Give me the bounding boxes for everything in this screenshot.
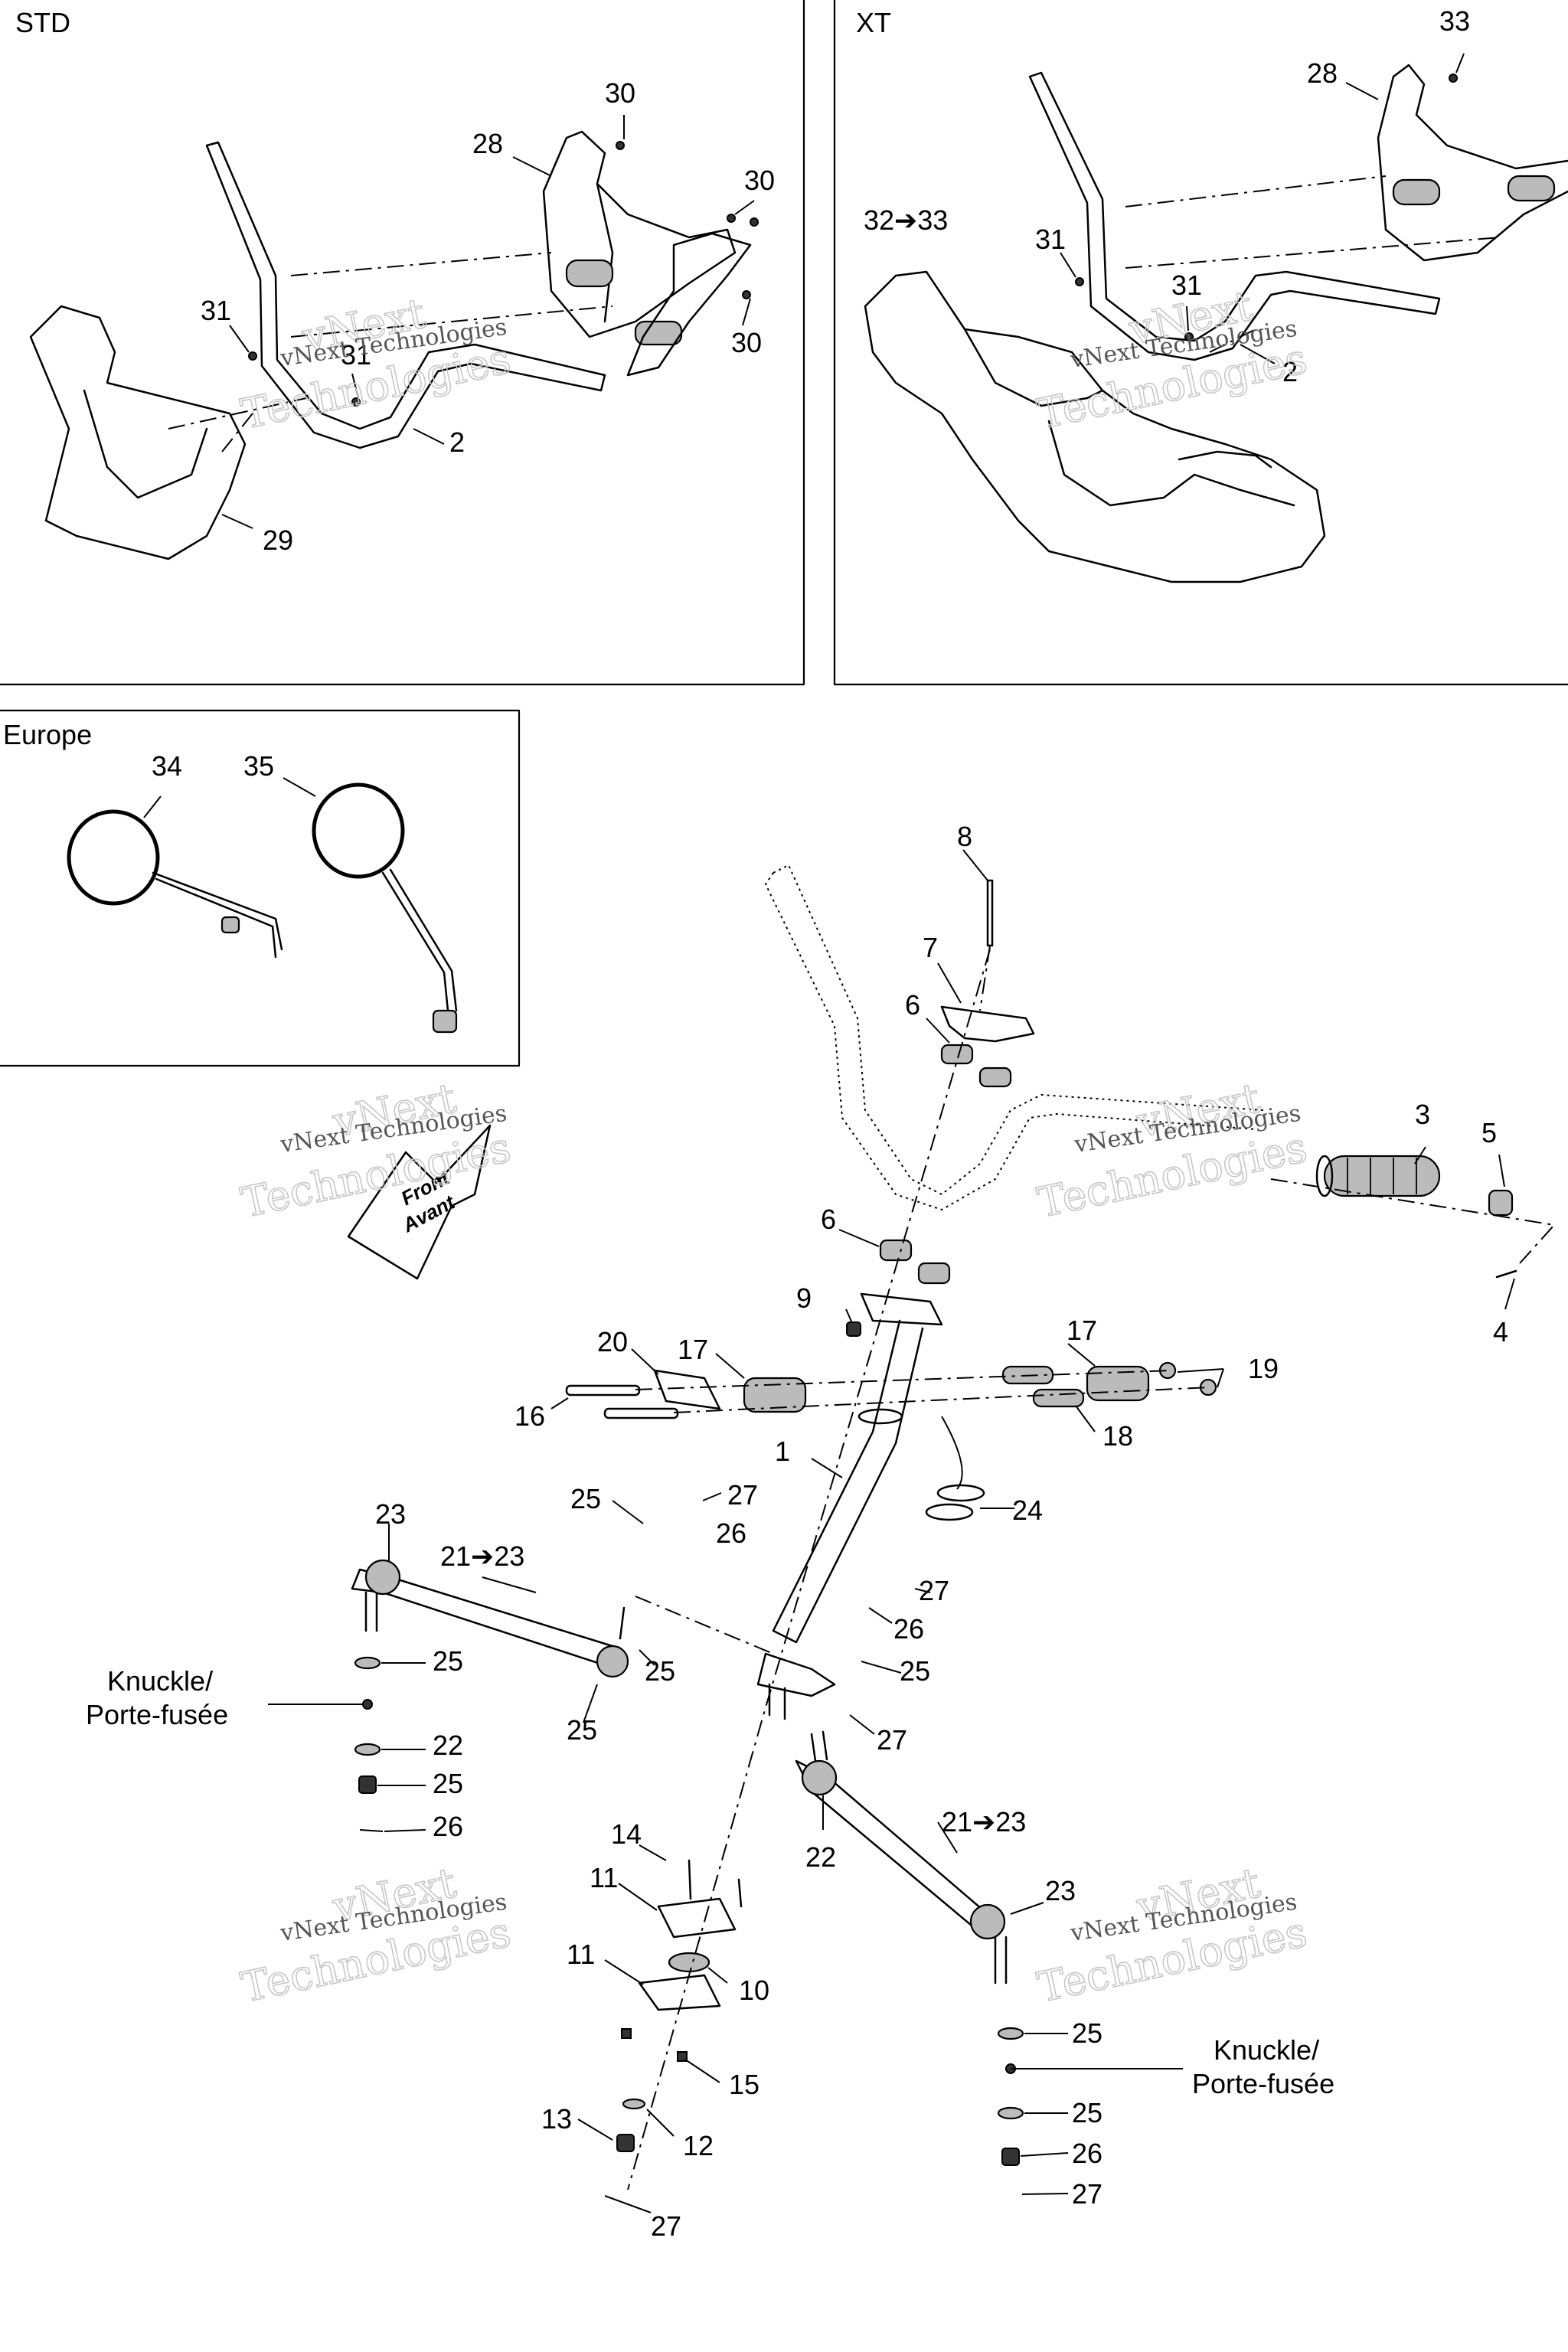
main-callouts: 8 7 6 3 5 6 4 9 20 17 17 19 16 18 1 24 2…	[375, 821, 1508, 2242]
callout: 22	[433, 1730, 463, 1761]
callout: 22	[805, 1841, 836, 1873]
callout: 23	[375, 1498, 406, 1530]
callout: 6	[905, 989, 920, 1021]
mirror-34	[67, 795, 283, 959]
callout: 31	[201, 295, 231, 326]
callout: 25	[567, 1714, 597, 1746]
callout: 2	[449, 426, 465, 458]
callout: 31	[1035, 224, 1066, 255]
callout: 30	[605, 77, 635, 109]
knuckle-label-left: Knuckle/ Porte-fusée	[86, 1665, 228, 1730]
callout: 26	[433, 1811, 463, 1842]
xt-panel-title: XT	[856, 7, 891, 38]
callout: 11	[567, 1939, 595, 1970]
callout: 30	[731, 327, 762, 358]
callout: 26	[1072, 2138, 1102, 2169]
callout: 31	[1171, 270, 1202, 301]
callout: 6	[821, 1204, 836, 1235]
callout: 29	[263, 524, 293, 556]
knuckle-line1: Knuckle/	[107, 1665, 213, 1697]
callout: 13	[541, 2103, 572, 2135]
callout: 23	[1045, 1875, 1076, 1906]
callout: 25	[645, 1655, 675, 1687]
callout: 30	[744, 165, 775, 196]
callout: 25	[1072, 2017, 1102, 2049]
xt-panel: XT	[833, 0, 1568, 686]
std-panel: STD	[0, 0, 805, 686]
callout: 25	[900, 1655, 930, 1687]
callout: 31	[341, 339, 371, 371]
xt-drawing	[864, 53, 1568, 583]
callout: 14	[611, 1818, 642, 1850]
watermark-mid-right: vNext vNext Technologies Technologies	[1033, 1073, 1312, 1228]
knuckle-line1: Knuckle/	[1214, 2034, 1319, 2066]
callout: 4	[1493, 1316, 1508, 1348]
callout: 25	[570, 1483, 601, 1514]
callout: 24	[1012, 1494, 1043, 1526]
front-arrow: Front Avant	[347, 1124, 492, 1280]
callout: 12	[683, 2130, 714, 2161]
callout: 32➔33	[864, 204, 948, 236]
callout: 10	[739, 1975, 769, 2006]
watermark-low-left: vNext vNext Technologies Technologies	[237, 1858, 515, 2013]
callout: 17	[678, 1334, 708, 1365]
callout: 3	[1415, 1099, 1430, 1130]
main-drawing	[268, 849, 1555, 2213]
callout: 16	[514, 1400, 545, 1432]
knuckle-line2: Porte-fusée	[86, 1699, 228, 1730]
callout: 21➔23	[440, 1540, 524, 1572]
europe-panel: Europe	[0, 709, 521, 1067]
callout: 25	[433, 1645, 463, 1677]
callout: 1	[775, 1436, 790, 1467]
callout: 17	[1067, 1315, 1097, 1346]
callout: 27	[1072, 2178, 1102, 2210]
callout: 9	[796, 1282, 812, 1314]
callout: 26	[716, 1517, 746, 1549]
callout: 34	[152, 750, 182, 782]
knuckle-line2: Porte-fusée	[1192, 2068, 1334, 2099]
callout: 27	[727, 1479, 758, 1511]
callout: 15	[729, 2069, 760, 2100]
knuckle-label-right: Knuckle/ Porte-fusée	[1192, 2034, 1334, 2099]
mirror-35	[283, 777, 458, 1034]
callout: 20	[597, 1326, 628, 1357]
callout: 27	[651, 2210, 681, 2242]
xt-callouts: 33 28 32➔33 31 31 2	[864, 5, 1470, 387]
callout: 28	[472, 128, 503, 159]
callout: 5	[1481, 1117, 1497, 1148]
callout: 33	[1439, 5, 1470, 37]
callout: 11	[590, 1862, 618, 1893]
watermark-xt: vNext vNext Technologies Technologies	[1033, 281, 1312, 439]
callout: 35	[243, 750, 274, 782]
callout: 26	[893, 1613, 924, 1645]
europe-drawing: 34 35	[67, 750, 458, 1034]
std-panel-title: STD	[15, 7, 70, 38]
callout: 28	[1307, 57, 1338, 89]
europe-panel-title: Europe	[3, 719, 92, 750]
callout: 25	[433, 1768, 463, 1799]
callout: 27	[877, 1724, 907, 1756]
watermark-std: vNext vNext Technologies Technologies	[237, 289, 515, 439]
callout: 2	[1282, 356, 1298, 387]
callout: 27	[919, 1575, 949, 1606]
callout: 25	[1072, 2097, 1102, 2128]
callout: 8	[957, 821, 972, 852]
callout: 21➔23	[942, 1806, 1026, 1838]
callout: 7	[923, 932, 938, 963]
std-drawing	[29, 115, 759, 560]
callout: 18	[1102, 1420, 1133, 1452]
callout: 19	[1248, 1353, 1279, 1384]
std-callouts: 30 28 30 31 31 30 2 29	[201, 77, 775, 556]
